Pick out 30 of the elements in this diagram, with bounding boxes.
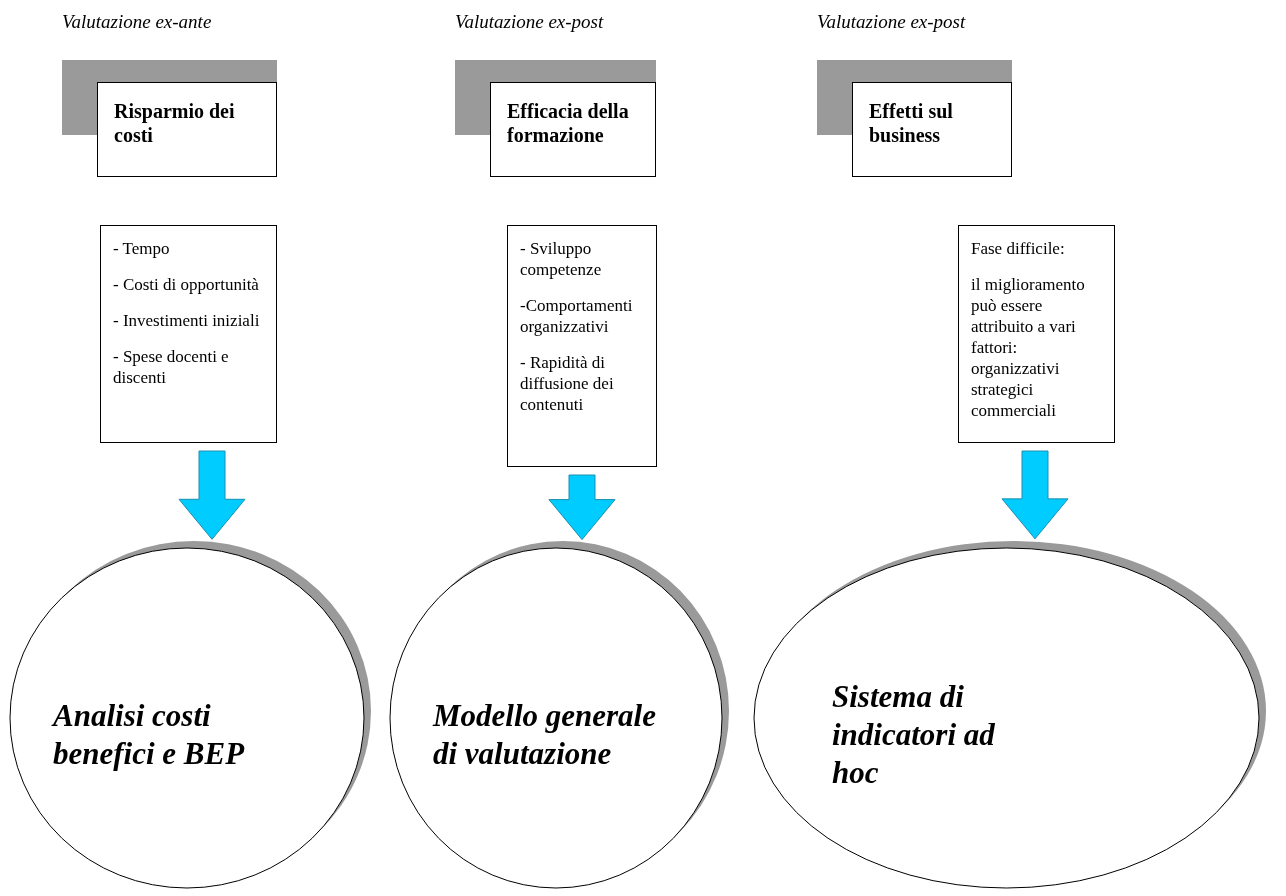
list-box — [958, 225, 1115, 443]
list-item: - Costi di opportunità — [113, 274, 260, 295]
header-box — [852, 82, 1012, 177]
result-ellipse — [8, 540, 372, 890]
header-text: Effetti sul business — [869, 99, 954, 147]
result-text: Sistema di indicatori ad hoc — [832, 678, 996, 792]
list-item: - Tempo — [113, 238, 171, 259]
down-arrow — [178, 450, 246, 540]
down-arrow — [548, 474, 616, 541]
list-box — [100, 225, 277, 443]
header-box — [490, 82, 656, 177]
list-item: - Rapidità di diffusione dei contenuti — [520, 352, 615, 415]
header-box — [97, 82, 277, 177]
result-ellipse — [752, 540, 1267, 890]
result-text: Analisi costi benefici e BEP — [53, 697, 246, 773]
list-item: Fase difficile: — [971, 238, 1066, 259]
evaluation-type-label: Valutazione ex-ante — [62, 10, 212, 34]
list-item: - Investimenti iniziali — [113, 310, 261, 331]
result-text: Modello generale di valutazione — [433, 697, 657, 773]
down-arrow — [1001, 450, 1069, 540]
list-item: - Sviluppo competenze — [520, 238, 603, 280]
list-item: - Spese docenti e discenti — [113, 346, 230, 388]
list-item: il miglioramento può essere attribuito a vari fattori: organizzativi strategici commerciali — [971, 274, 1086, 421]
evaluation-type-label: Valutazione ex-post — [817, 10, 966, 34]
list-item: -Comportamenti organizzativi — [520, 295, 634, 337]
evaluation-type-label: Valutazione ex-post — [455, 10, 604, 34]
list-box — [507, 225, 657, 467]
header-text: Efficacia della formazione — [507, 99, 630, 147]
result-ellipse — [388, 540, 730, 890]
header-text: Risparmio dei costi — [114, 99, 236, 147]
